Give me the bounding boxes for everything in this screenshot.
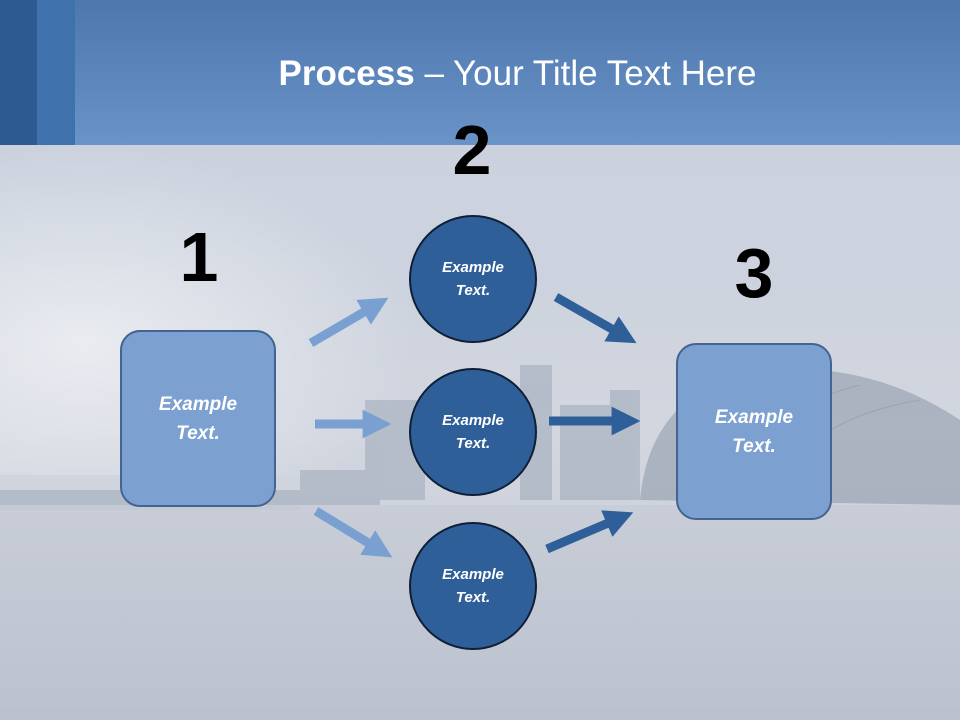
step-2-number: 2	[452, 111, 492, 189]
step-2-top-text: Example Text.	[442, 259, 504, 299]
step-3-text: Example Text.	[714, 406, 794, 457]
step-1-box: Example Text.	[120, 330, 276, 507]
header-accent-dark	[0, 0, 37, 145]
arrow-top-to-3	[553, 293, 637, 344]
step-2-middle-text: Example Text.	[442, 412, 504, 452]
header-bar	[0, 0, 960, 145]
step-2-circle-bottom: Example Text.	[409, 522, 537, 650]
step-3-number: 3	[734, 234, 774, 312]
arrow-1-to-bottom	[313, 507, 393, 558]
slide-title: Process – Your Title Text Here	[75, 52, 960, 96]
title-bold: Process	[278, 54, 415, 93]
arrow-bottom-to-3	[545, 510, 634, 554]
step-2-circle-middle: Example Text.	[409, 368, 537, 496]
step-2-circle-top: Example Text.	[409, 215, 537, 343]
arrow-1-to-top	[308, 297, 389, 347]
step-1-text: Example Text.	[158, 393, 238, 444]
step-3-box: Example Text.	[676, 343, 832, 520]
header-accent-light	[37, 0, 75, 145]
step-2-bottom-text: Example Text.	[442, 566, 504, 606]
step-1-number: 1	[179, 218, 219, 296]
title-rest: – Your Title Text Here	[414, 54, 757, 93]
